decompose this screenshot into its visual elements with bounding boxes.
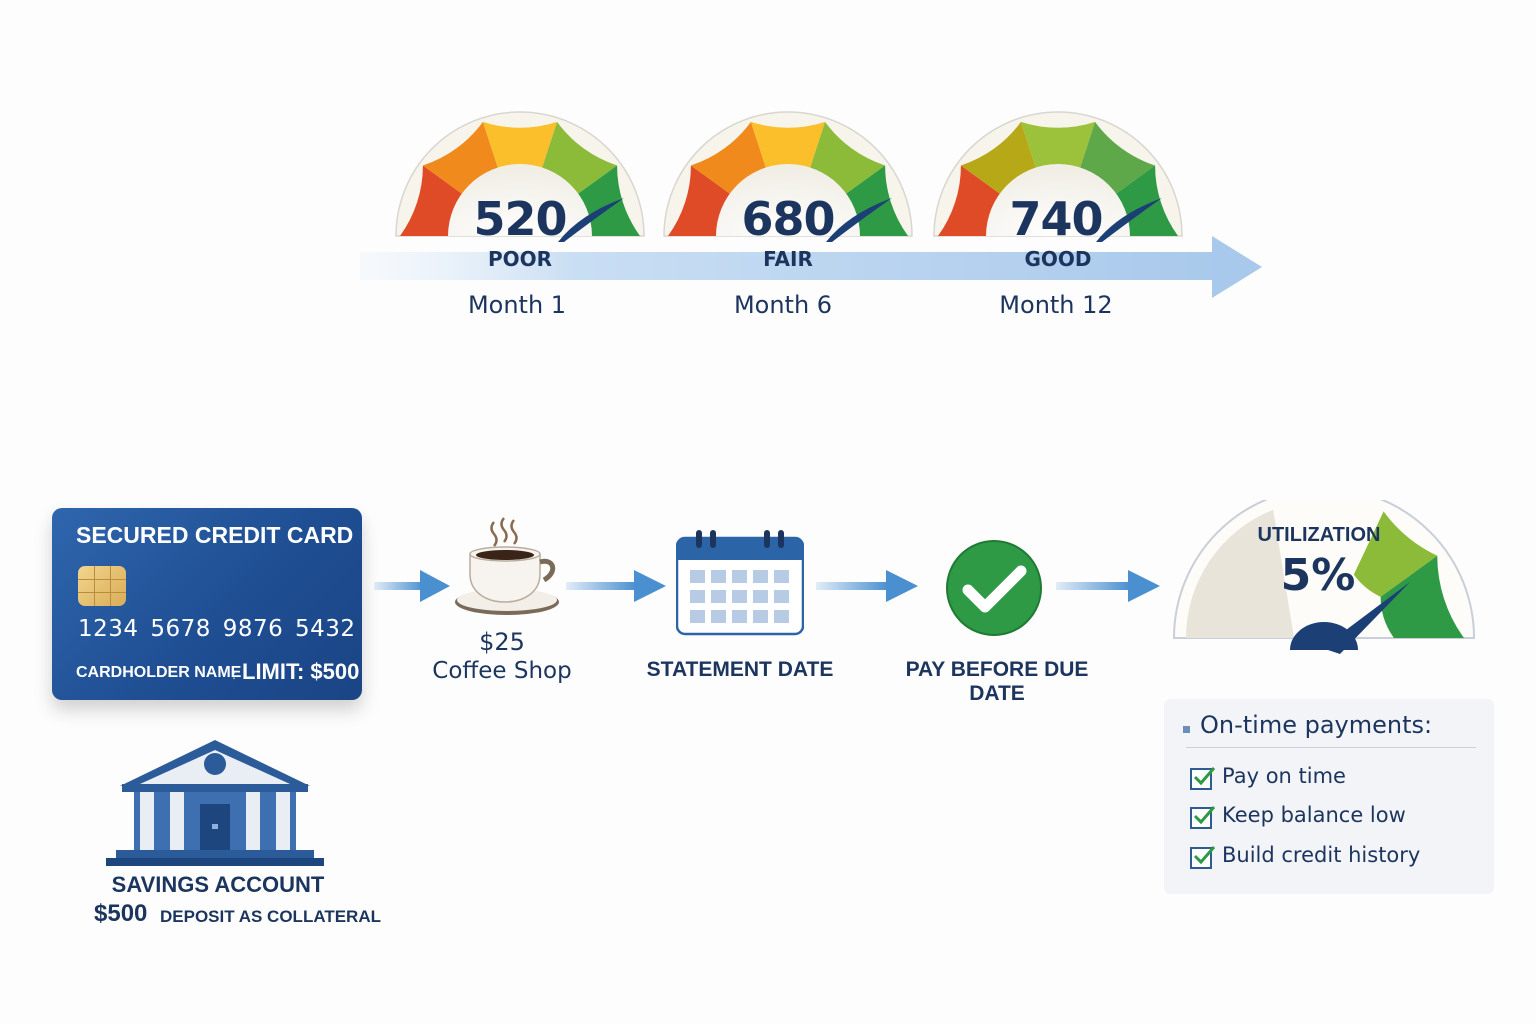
- chip-line: [110, 566, 111, 606]
- tip-text: Keep balance low: [1222, 803, 1406, 827]
- gauge-segment: [1080, 121, 1156, 194]
- flow-arrow: [566, 570, 666, 602]
- score-rating: POOR: [487, 247, 553, 271]
- calendar-day-cell: [690, 590, 705, 603]
- gauge-segment: [690, 121, 766, 194]
- progress-arrowhead: [1212, 236, 1262, 298]
- flow-arrow: [1056, 570, 1160, 602]
- gauge-segment: [1186, 509, 1294, 638]
- calendar-day-cell: [690, 570, 705, 583]
- gauge-segment: [810, 121, 886, 194]
- cardholder-name: CARDHOLDER NAME: [76, 664, 242, 681]
- secured-credit-card: SECURED CREDIT CARD 1234 5678 9876 5432 …: [52, 508, 362, 700]
- chip-line: [94, 566, 95, 606]
- bank-icon: [106, 740, 324, 866]
- gauge-segment: [422, 121, 498, 194]
- tips-title: On-time payments:: [1200, 711, 1433, 739]
- card-limit: LIMIT: $500: [242, 659, 360, 684]
- gauge-segment: [1380, 555, 1464, 638]
- divider: [1186, 747, 1476, 748]
- tip-text: Build credit history: [1222, 843, 1421, 867]
- gauge-segment: [482, 121, 558, 172]
- calendar-day-cell: [753, 610, 768, 623]
- calendar-day-cell: [732, 610, 747, 623]
- score-rating: FAIR: [763, 247, 813, 271]
- gauge-needle: [1322, 582, 1410, 654]
- tip-text: Pay on time: [1222, 764, 1346, 788]
- savings-amount: $500: [94, 900, 148, 927]
- score-rating: GOOD: [1024, 247, 1092, 271]
- statement-label: STATEMENT DATE: [646, 658, 834, 681]
- gauge-segment: [1020, 121, 1096, 172]
- month-label: Month 12: [999, 291, 1113, 319]
- calendar-day-cell: [774, 610, 789, 623]
- calendar-icon: [676, 530, 804, 636]
- score-value: 520: [473, 192, 567, 246]
- gauge-needle: [1096, 198, 1162, 242]
- score-value: 680: [741, 192, 835, 246]
- score-gauge: [933, 111, 1183, 242]
- gauge-needle: [826, 198, 892, 242]
- checkbox-checked-icon: [1190, 767, 1216, 790]
- flow-arrow: [374, 570, 450, 602]
- utilization-value: 5%: [1280, 550, 1356, 601]
- calendar-day-cell: [732, 590, 747, 603]
- gauge-segment: [750, 121, 826, 172]
- utilization-gauge: [1172, 500, 1476, 654]
- calendar-day-cell: [711, 590, 726, 603]
- utilization-label: UTILIZATION: [1257, 524, 1381, 546]
- score-gauge: [663, 111, 913, 242]
- score-gauge: [395, 111, 645, 242]
- savings-note: DEPOSIT AS COLLATERAL: [160, 907, 381, 926]
- calendar-day-cell: [711, 570, 726, 583]
- credit-score-timeline: [360, 111, 1262, 298]
- gauge-segment: [960, 121, 1036, 194]
- card-separator: :: [232, 668, 237, 682]
- score-value: 740: [1009, 192, 1103, 246]
- flow-arrow: [816, 570, 918, 602]
- pay-label: PAY BEFORE DUE DATE: [905, 658, 1089, 705]
- calendar-day-cell: [753, 570, 768, 583]
- flow-arrows: [374, 570, 1160, 602]
- card-chip-icon: [78, 566, 126, 606]
- gauge-segment: [400, 165, 462, 236]
- checkmark-icon: [946, 540, 1042, 636]
- checkbox-checked-icon: [1190, 806, 1216, 829]
- gauge-segment: [1353, 511, 1438, 597]
- calendar-day-cell: [753, 590, 768, 603]
- calendar-day-cell: [711, 610, 726, 623]
- savings-title: SAVINGS ACCOUNT: [111, 872, 325, 897]
- tips-panel: On-time payments: Pay on time Keep balan…: [1164, 699, 1494, 894]
- purchase-label: Coffee Shop: [432, 658, 572, 684]
- checkbox-checked-icon: [1190, 846, 1216, 869]
- month-label: Month 6: [733, 291, 833, 319]
- calendar-day-cell: [690, 610, 705, 623]
- gauge-needle: [558, 198, 624, 242]
- month-label: Month 1: [467, 291, 567, 319]
- bullet-icon: [1183, 726, 1190, 733]
- gauge-segment: [938, 165, 1000, 236]
- calendar-day-cell: [774, 590, 789, 603]
- card-number: 1234 5678 9876 5432: [78, 616, 356, 642]
- purchase-amount: $25: [479, 628, 525, 656]
- coffee-cup-icon: [455, 517, 559, 615]
- card-title: SECURED CREDIT CARD: [76, 522, 354, 548]
- gauge-segment: [668, 165, 730, 236]
- gauge-segment: [542, 121, 618, 194]
- calendar-day-cell: [732, 570, 747, 583]
- progress-track: [360, 252, 1220, 280]
- calendar-day-cell: [774, 570, 789, 583]
